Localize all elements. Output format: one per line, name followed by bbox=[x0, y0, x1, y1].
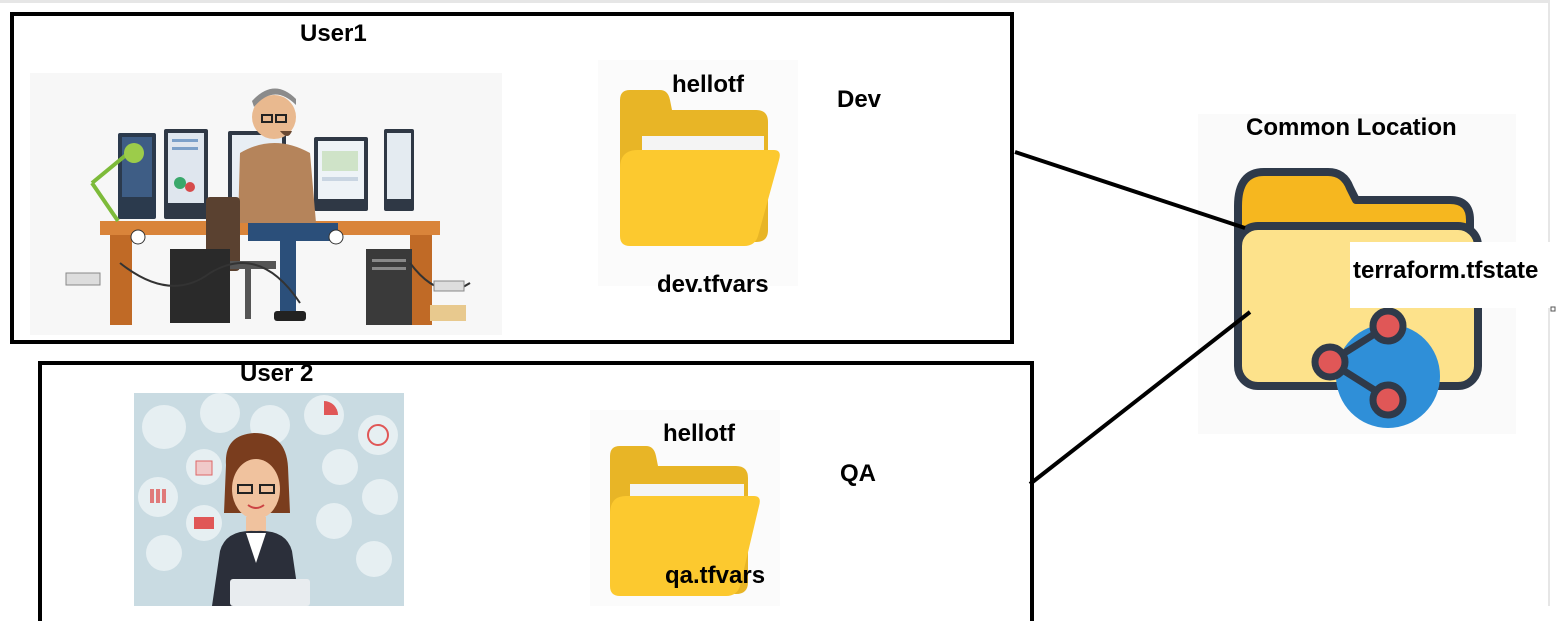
common-location-title: Common Location bbox=[1246, 114, 1457, 141]
tfstate-label-chip bbox=[1350, 242, 1552, 308]
user1-folder-icon bbox=[598, 60, 798, 286]
user2-title: User 2 bbox=[240, 360, 314, 387]
developer-workstation-illustration bbox=[30, 73, 502, 335]
user2-folder-label: hellotf bbox=[663, 420, 735, 447]
user1-env-label: Dev bbox=[837, 86, 882, 113]
user1-folder-label: hellotf bbox=[672, 71, 744, 98]
canvas-top-edge bbox=[0, 0, 1550, 3]
user2-env-label: QA bbox=[840, 460, 876, 487]
user1-title: User1 bbox=[300, 20, 367, 47]
tfstate-file: terraform.tfstate bbox=[1353, 257, 1539, 284]
user2-folder-icon bbox=[590, 410, 780, 606]
user1-tfvars-file: dev.tfvars bbox=[657, 271, 769, 298]
user2-tfvars-file: qa.tfvars bbox=[665, 562, 766, 589]
businesswoman-illustration bbox=[134, 393, 404, 606]
